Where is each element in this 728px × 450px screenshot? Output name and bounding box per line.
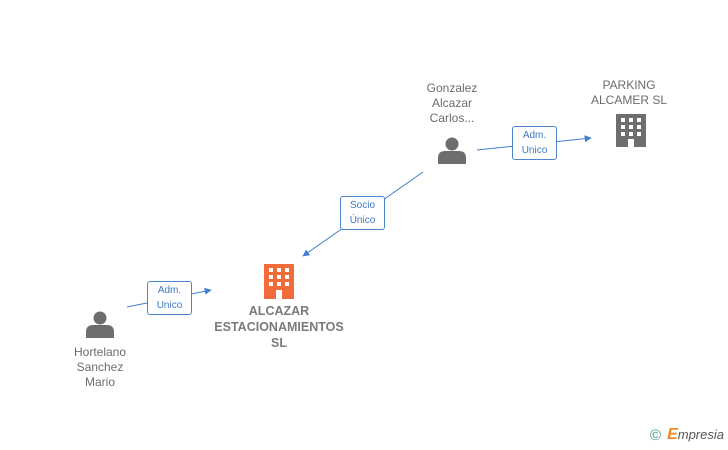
copyright-icon: ©: [650, 426, 662, 444]
node-label-parking[interactable]: PARKING ALCAMER SL: [590, 78, 668, 107]
node-label-hortelano[interactable]: Hortelano Sanchez Mario: [73, 345, 127, 389]
footer-brand: © Empresia: [650, 426, 724, 444]
edge-label-socio-unico: Socio Único: [340, 196, 385, 230]
building-icon-alcazar[interactable]: [264, 264, 294, 299]
node-label-alcazar[interactable]: ALCAZAR ESTACIONAMIENTOS SL: [214, 304, 344, 350]
empresia-logo-initial: E: [667, 426, 678, 443]
edge-label-adm-unico-alcazar: Adm. Unico: [147, 281, 192, 315]
empresia-logo[interactable]: Empresia: [667, 426, 724, 444]
empresia-logo-text: mpresia: [677, 427, 724, 442]
person-icon-hortelano[interactable]: [86, 311, 114, 339]
building-icon-parking[interactable]: [616, 114, 646, 147]
edge-label-adm-unico-parking: Adm. Unico: [512, 126, 557, 160]
node-label-gonzalez[interactable]: Gonzalez Alcazar Carlos...: [426, 81, 478, 125]
person-icon-gonzalez[interactable]: [438, 137, 466, 165]
